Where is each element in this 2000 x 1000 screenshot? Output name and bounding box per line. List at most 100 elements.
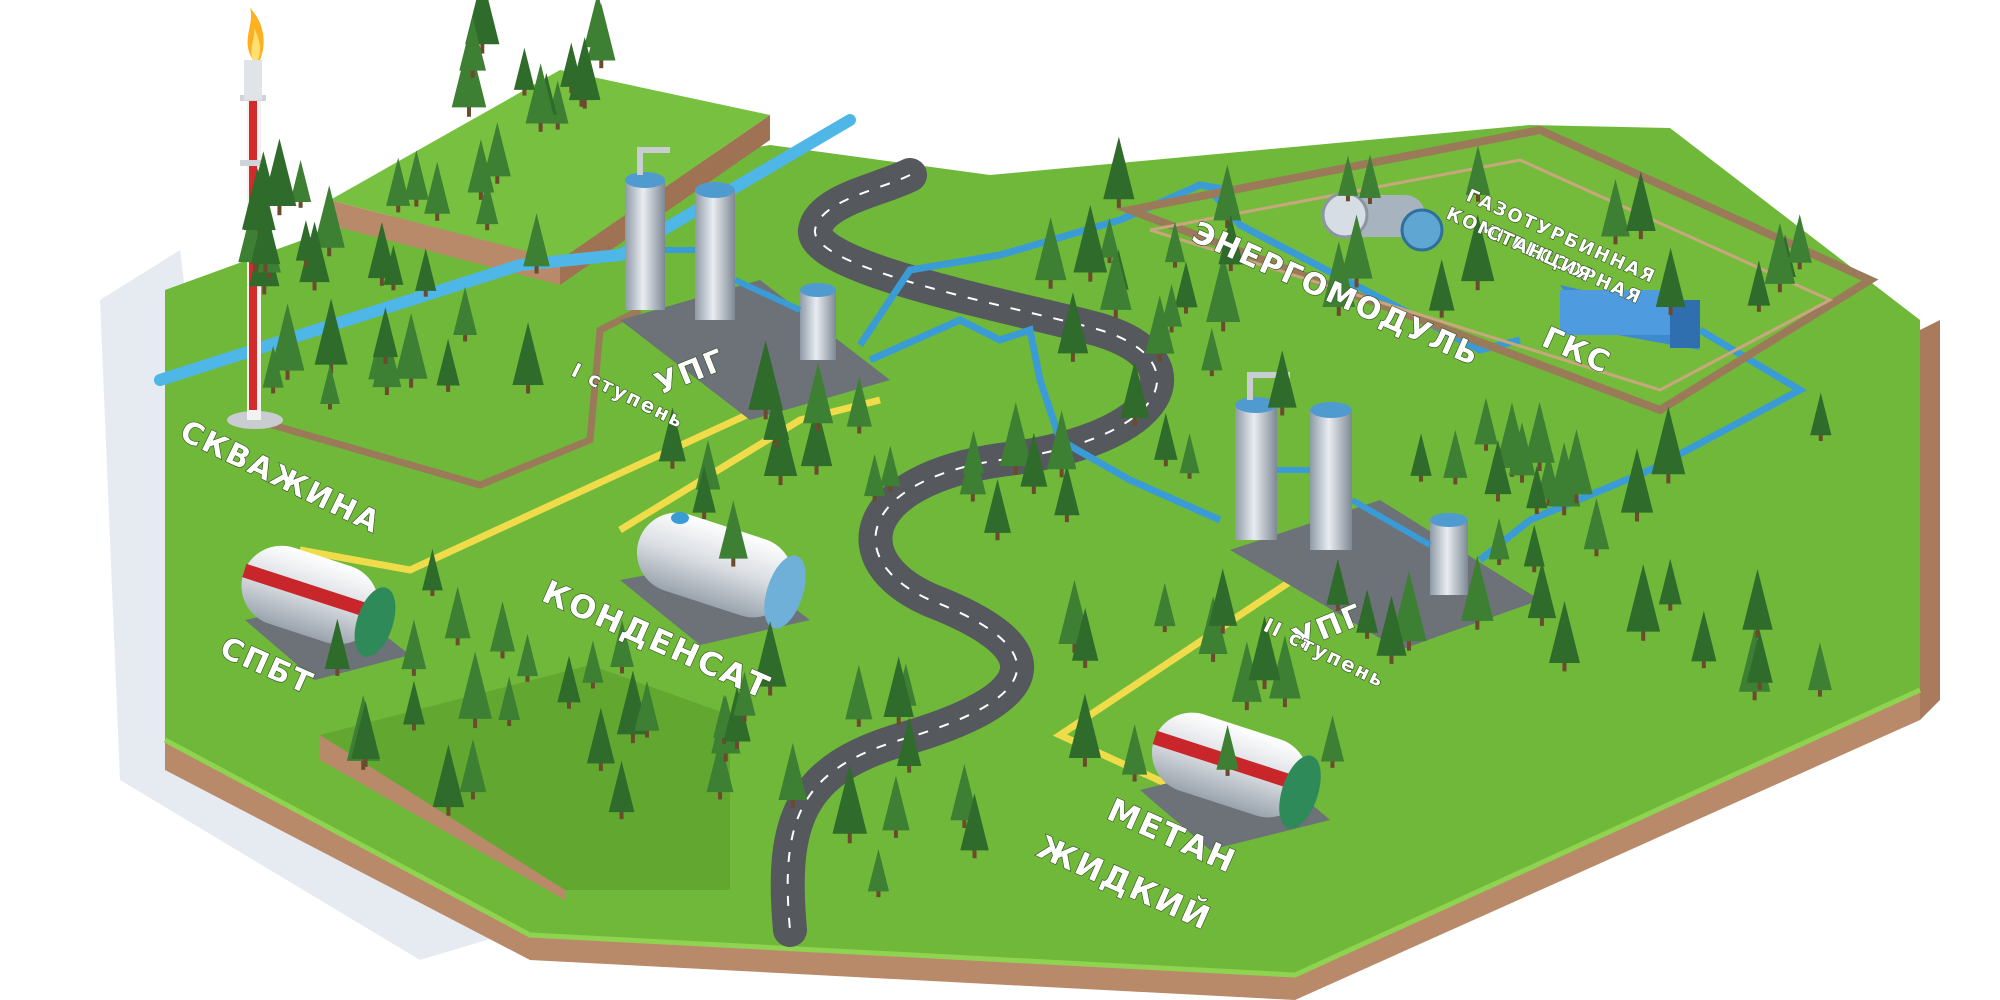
tree	[1428, 259, 1455, 318]
tree	[1807, 642, 1832, 697]
tree	[372, 307, 398, 364]
tree	[1691, 610, 1717, 669]
tree	[467, 139, 495, 200]
tree	[1764, 223, 1796, 293]
tree	[1391, 570, 1427, 651]
tree	[270, 303, 305, 380]
tree	[634, 680, 660, 738]
tree	[1337, 155, 1358, 202]
tree	[1206, 253, 1241, 332]
tree	[753, 621, 787, 696]
tree	[459, 738, 487, 800]
tree	[483, 122, 511, 184]
tree	[1267, 350, 1297, 416]
tree	[1359, 154, 1381, 205]
tree	[1216, 725, 1239, 776]
tree	[1174, 261, 1198, 314]
tree	[523, 213, 550, 274]
tree	[1443, 429, 1468, 485]
tree	[748, 340, 784, 420]
tree	[1658, 558, 1682, 611]
tree	[1071, 607, 1099, 668]
tree	[864, 453, 886, 502]
tree	[367, 221, 396, 286]
tree	[1020, 432, 1048, 495]
tree	[1376, 595, 1407, 664]
tree	[1054, 464, 1080, 523]
tree	[1213, 164, 1242, 228]
tree	[1601, 179, 1630, 245]
gks-fence	[1115, 125, 1879, 415]
tree	[386, 157, 411, 213]
tree	[1068, 693, 1102, 767]
tree	[1218, 215, 1244, 272]
tree	[557, 655, 581, 709]
tree	[1626, 171, 1656, 240]
tree	[1527, 561, 1557, 626]
tree	[896, 717, 922, 773]
tree	[1320, 715, 1345, 768]
tree	[984, 479, 1011, 541]
tree	[1620, 448, 1654, 522]
tree	[1523, 524, 1545, 573]
tree	[295, 220, 317, 267]
tree	[475, 179, 499, 231]
tree	[846, 376, 872, 434]
tree	[516, 633, 539, 682]
tree	[706, 738, 734, 800]
tree	[1120, 360, 1150, 426]
tree	[250, 205, 281, 273]
tree	[453, 287, 478, 342]
tree	[1034, 217, 1067, 289]
tree	[1524, 401, 1555, 472]
tree	[658, 407, 686, 469]
tree	[1340, 214, 1373, 288]
tree	[1046, 410, 1077, 478]
tree	[608, 760, 635, 820]
tree	[1269, 635, 1301, 708]
tree	[803, 362, 834, 432]
tree	[1154, 412, 1178, 467]
tree	[1099, 218, 1120, 264]
tree	[1160, 284, 1183, 333]
tree	[1508, 422, 1536, 483]
tree	[1651, 406, 1686, 484]
tree	[1073, 204, 1108, 282]
tree	[1099, 246, 1132, 319]
tree	[587, 3, 616, 69]
tree	[320, 364, 340, 410]
road	[770, 158, 1174, 947]
tree	[692, 465, 716, 519]
tree	[403, 150, 429, 207]
tree	[1526, 465, 1548, 515]
tree	[314, 298, 348, 374]
tree	[1626, 564, 1661, 641]
energy-module	[1560, 285, 1700, 350]
tree	[867, 848, 890, 898]
tree	[778, 742, 808, 808]
tree	[568, 37, 601, 109]
tree	[999, 402, 1032, 475]
tree	[444, 586, 471, 646]
tree	[1484, 440, 1512, 502]
tree	[262, 345, 284, 394]
tree	[498, 676, 521, 726]
tree	[1461, 555, 1494, 630]
tree	[1231, 641, 1262, 711]
tree	[1742, 569, 1773, 639]
tree	[290, 159, 312, 208]
tree	[610, 619, 634, 674]
tree	[733, 671, 756, 722]
tree	[459, 17, 487, 78]
tree	[394, 313, 428, 388]
tree	[959, 441, 986, 502]
tree	[1549, 601, 1580, 672]
tree	[1488, 517, 1510, 566]
tree	[1655, 247, 1686, 316]
tree	[1121, 724, 1148, 782]
tree	[299, 221, 330, 291]
tree	[489, 601, 516, 659]
tree	[1746, 630, 1773, 690]
tree	[1810, 392, 1832, 442]
